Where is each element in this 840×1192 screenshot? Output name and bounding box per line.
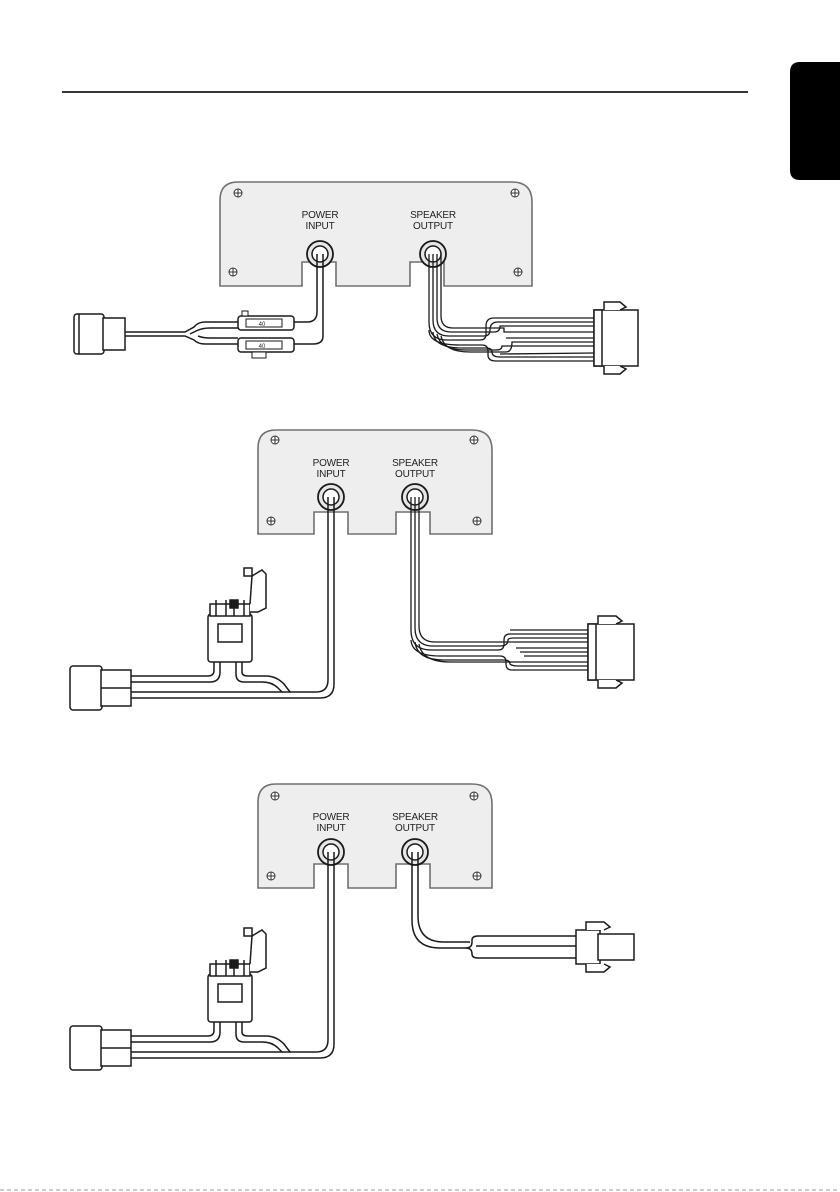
speaker-connector <box>588 616 634 688</box>
screw-icon <box>473 872 481 880</box>
power-input-grommet <box>307 241 333 267</box>
diagram-1: POWER INPUT SPEAKER OUTPUT 40 <box>74 182 638 374</box>
speaker-output-label-line1: SPEAKER <box>392 458 438 469</box>
power-connector-plug <box>74 314 125 354</box>
power-input-label-line2: INPUT <box>316 823 345 834</box>
power-input-label-line2: INPUT <box>316 469 345 480</box>
speaker-output-label-line2: OUTPUT <box>395 823 435 834</box>
power-input-label-line1: POWER <box>313 458 350 469</box>
screw-icon <box>267 517 275 525</box>
fuse-rating-text: 40 <box>259 344 266 350</box>
amplifier-panel <box>258 784 492 888</box>
screw-icon <box>511 189 519 197</box>
power-connector-plug <box>70 666 131 710</box>
power-connector-plug <box>70 1026 131 1070</box>
screw-icon <box>234 189 242 197</box>
speaker-output-label-line2: OUTPUT <box>413 221 453 232</box>
language-tab <box>790 62 840 180</box>
fuse-block <box>208 568 266 662</box>
speaker-output-label-line2: OUTPUT <box>395 469 435 480</box>
power-input-label-line1: POWER <box>313 812 350 823</box>
screw-icon <box>267 872 275 880</box>
power-input-label-line1: POWER <box>302 210 339 221</box>
inline-fuse-holder: 40 <box>238 311 294 330</box>
fuse-block <box>208 928 266 1022</box>
amplifier-panel <box>258 430 492 534</box>
power-input-grommet <box>318 484 344 510</box>
screw-icon <box>271 792 279 800</box>
diagram-3: POWER INPUT SPEAKER OUTPUT <box>70 784 634 1070</box>
screw-icon <box>514 268 522 276</box>
speaker-connector <box>594 302 638 374</box>
fuse-rating-text: 40 <box>259 322 266 328</box>
screw-icon <box>470 436 478 444</box>
speaker-output-label-line1: SPEAKER <box>410 210 456 221</box>
screw-icon <box>271 436 279 444</box>
diagram-2: POWER INPUT SPEAKER OUTPUT <box>70 430 634 710</box>
power-input-label-line2: INPUT <box>305 221 334 232</box>
screw-icon <box>473 517 481 525</box>
power-input-grommet <box>318 839 344 865</box>
speaker-connector <box>576 922 634 972</box>
speaker-output-label-line1: SPEAKER <box>392 812 438 823</box>
screw-icon <box>229 268 237 276</box>
screw-icon <box>470 792 478 800</box>
amplifier-panel <box>220 182 532 286</box>
inline-fuse-holder: 40 <box>238 338 294 358</box>
speaker-output-grommet <box>402 839 428 865</box>
